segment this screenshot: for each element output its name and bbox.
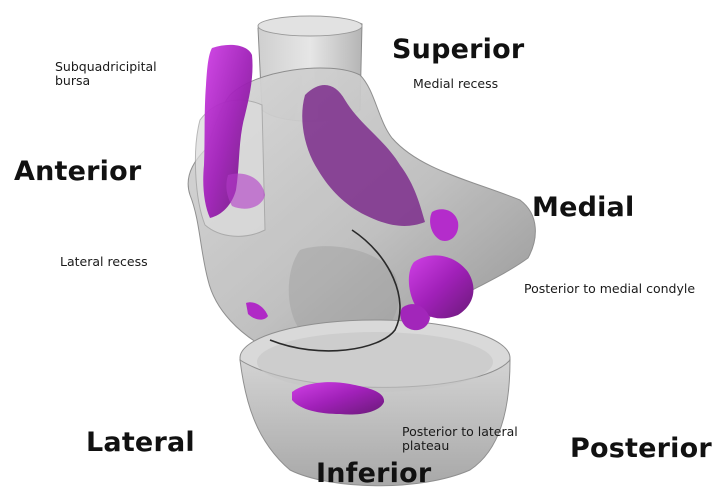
label-posterior-lateral-plateau: Posterior to lateral plateau: [402, 425, 552, 454]
label-medial: Medial: [532, 192, 634, 223]
femur-shaft-cut: [258, 16, 362, 36]
label-subquadricipital-bursa: Subquadricipital bursa: [55, 60, 185, 89]
tibia-inner-rim: [257, 332, 493, 392]
label-medial-recess: Medial recess: [413, 77, 498, 91]
label-lateral-recess: Lateral recess: [60, 255, 148, 269]
label-superior: Superior: [392, 34, 524, 65]
label-inferior: Inferior: [316, 458, 431, 489]
label-posterior-medial-condyle: Posterior to medial condyle: [524, 282, 704, 296]
label-posterior: Posterior: [570, 433, 712, 464]
label-anterior: Anterior: [14, 156, 141, 187]
label-lateral: Lateral: [86, 427, 195, 458]
